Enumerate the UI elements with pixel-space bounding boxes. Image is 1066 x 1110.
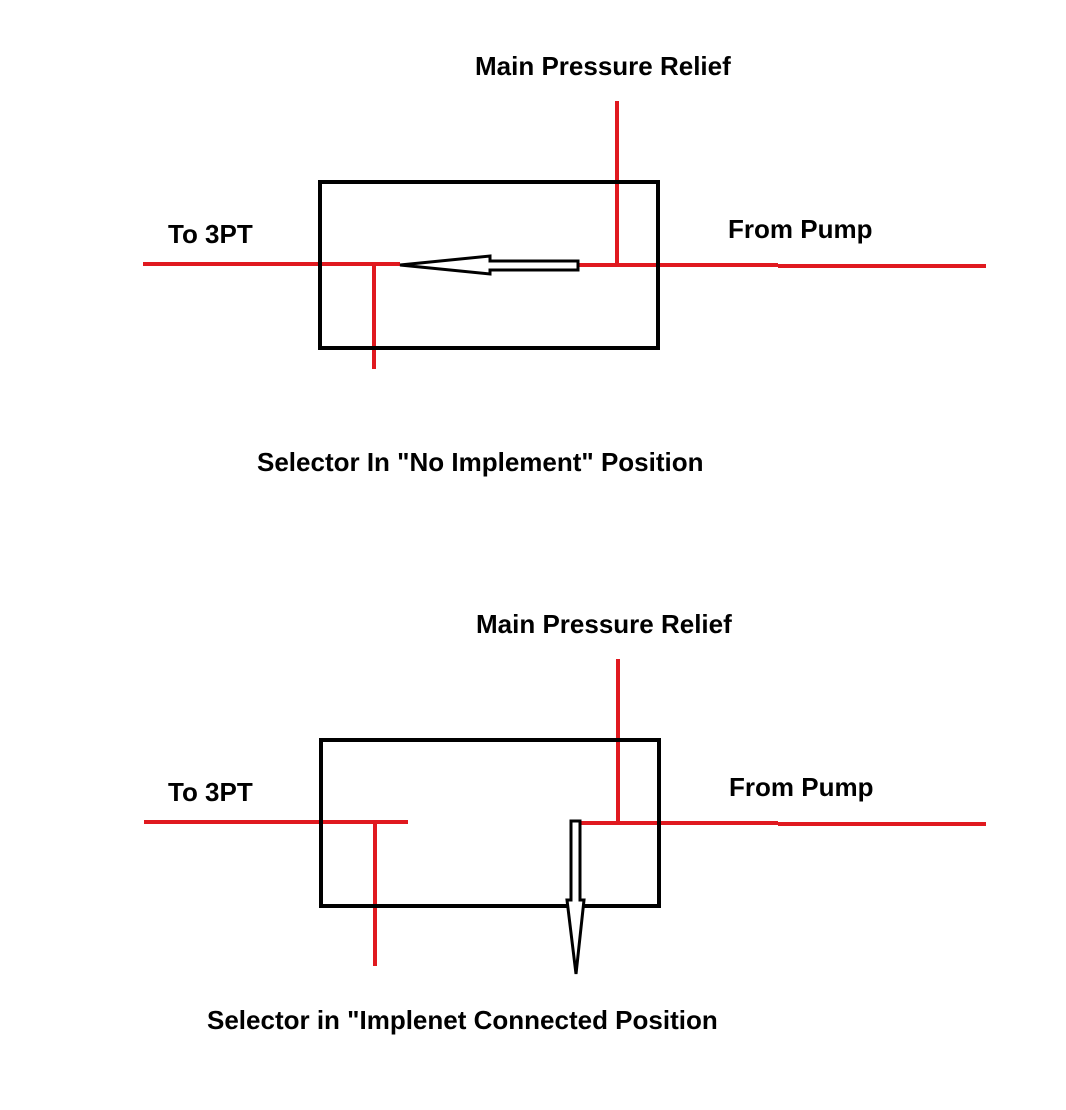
main-pressure-relief-label: Main Pressure Relief bbox=[476, 609, 732, 639]
hydraulic-lines bbox=[143, 101, 986, 369]
selector-valve-body bbox=[318, 180, 660, 350]
selector-arrow-left-icon bbox=[399, 254, 580, 276]
from-pump-label: From Pump bbox=[729, 772, 873, 802]
main-pressure-relief-label: Main Pressure Relief bbox=[475, 51, 731, 81]
to-3pt-label: To 3PT bbox=[168, 777, 253, 807]
selector-position-caption: Selector in "Implenet Connected Position bbox=[207, 1005, 718, 1035]
hydraulic-lines bbox=[144, 659, 986, 966]
selector-arrow-down-icon bbox=[565, 819, 586, 975]
selector-position-caption: Selector In "No Implement" Position bbox=[257, 447, 704, 477]
selector-valve-body bbox=[319, 738, 661, 908]
diagram-no-implement: Main Pressure Relief To 3PT From Pump Se… bbox=[143, 51, 986, 477]
to-3pt-label: To 3PT bbox=[168, 219, 253, 249]
diagram-implement-connected: Main Pressure Relief To 3PT From Pump Se… bbox=[144, 609, 986, 1035]
from-pump-label: From Pump bbox=[728, 214, 872, 244]
